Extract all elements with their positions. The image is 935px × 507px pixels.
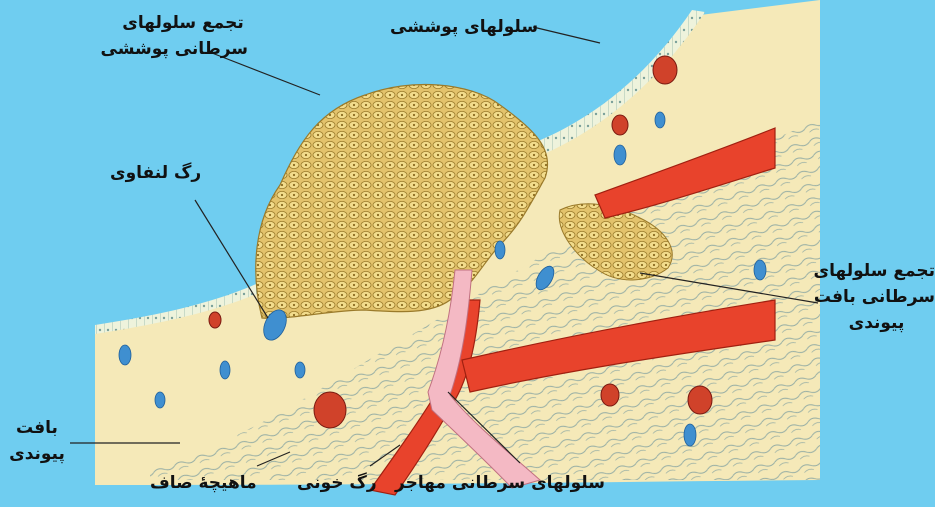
label-cancer-epithelial-cluster: تجمع سلولهای سرطانی پوششی (118, 10, 248, 62)
label-migrating-cancer-cells: سلولهای سرطانی مهاجر (395, 470, 605, 496)
label-cancer-connective-cluster: تجمع سلولهای سرطانی بافت پیوندی (818, 258, 935, 336)
label-blood-vessel: رگ خونی (297, 470, 377, 496)
label-cancer-connective-cluster-line3: پیوندی (818, 310, 935, 336)
label-lymph-vessel: رگ لنفاوی (110, 160, 201, 186)
label-connective-tissue-line2: پیوندی (2, 441, 72, 467)
label-connective-tissue-line1: بافت (2, 415, 72, 441)
label-cancer-connective-cluster-line1: تجمع سلولهای (818, 258, 935, 284)
label-cancer-connective-cluster-line2: سرطانی بافت (818, 284, 935, 310)
label-epithelial-cells: سلولهای پوششی (390, 14, 538, 40)
label-cancer-epithelial-cluster-line1: تجمع سلولهای (118, 10, 248, 36)
label-connective-tissue: بافت پیوندی (2, 415, 72, 467)
label-smooth-muscle: ماهیچهٔ صاف (150, 470, 257, 496)
label-cancer-epithelial-cluster-line2: سرطانی پوششی (118, 36, 248, 62)
